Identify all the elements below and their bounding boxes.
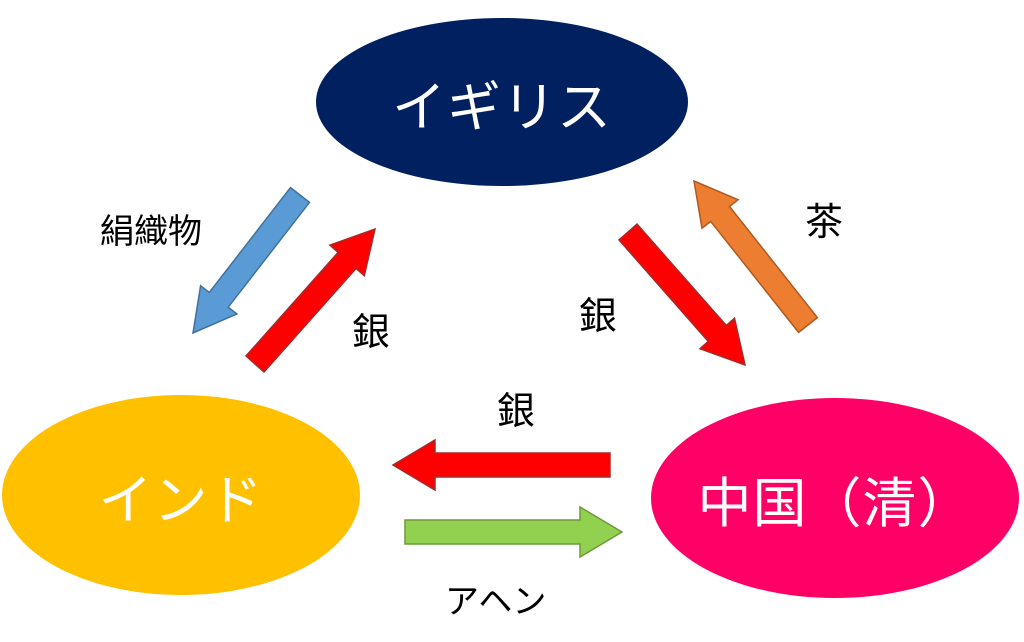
tea-label: 茶 [805,200,844,244]
silk-arrow [192,186,311,335]
china-label: 中国（清） [697,471,973,535]
silver-label-china-to-india: 銀 [497,389,536,433]
opium-label: アヘン [445,582,547,622]
silver-label-britain-to-china: 銀 [579,294,618,338]
india-label: インド [98,468,264,532]
silk-label: 絹織物 [100,212,202,252]
silver-arrow-britain-to-china [617,223,747,367]
britain-node: イギリス [316,18,688,186]
silver-arrow-china-to-india [391,438,611,492]
china-node: 中国（清） [651,398,1019,598]
india-node: インド [2,395,360,595]
opium-arrow [404,505,624,559]
tea-arrow [693,179,819,334]
silver-arrow-india-to-britain [244,227,377,374]
britain-label: イギリス [392,75,612,139]
silver-label-india-to-britain: 銀 [352,310,391,354]
